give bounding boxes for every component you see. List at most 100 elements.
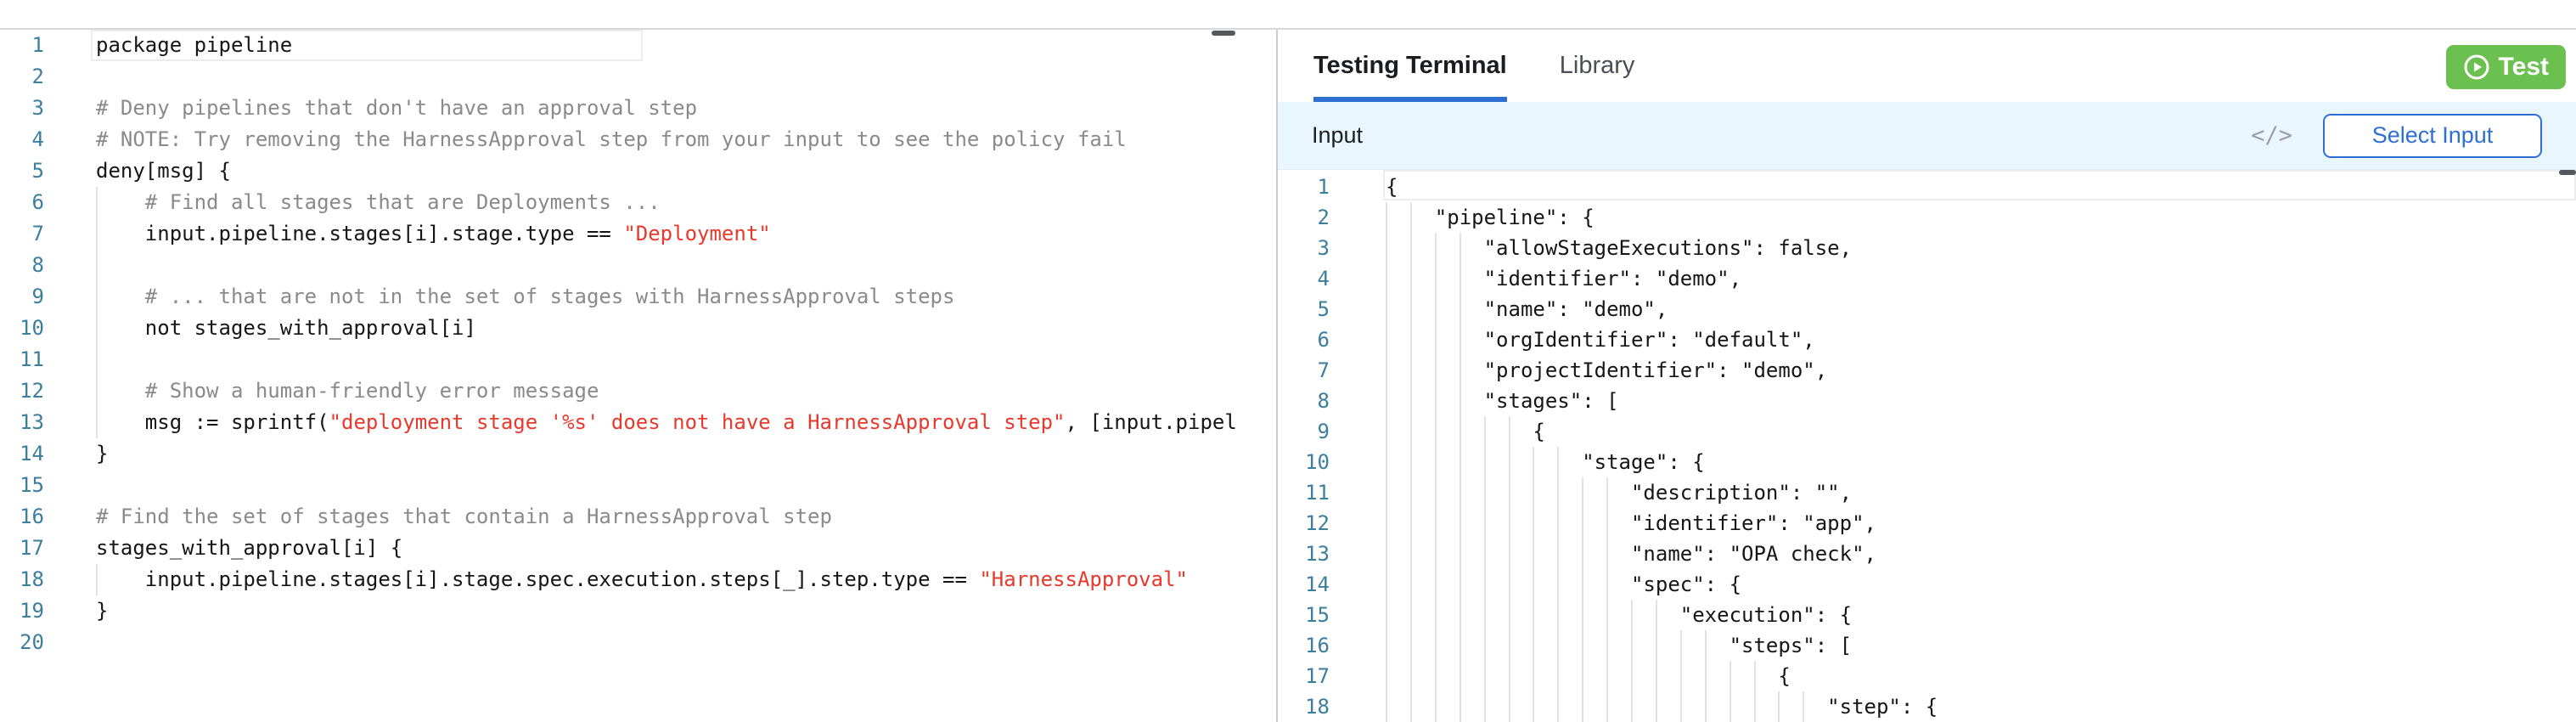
code-line[interactable]: 12 # Show a human-friendly error message: [0, 375, 1276, 407]
code-line-text: # Find all stages that are Deployments .…: [47, 187, 661, 218]
code-token: stages_with_approval[i] {: [96, 536, 403, 560]
code-line[interactable]: 16# Find the set of stages that contain …: [0, 501, 1276, 533]
indent-guide: [1409, 569, 1412, 600]
line-number: 18: [20, 567, 44, 591]
code-icon[interactable]: </>: [2251, 122, 2292, 149]
code-line[interactable]: 2: [0, 61, 1276, 93]
indent-guide: [1679, 691, 1682, 722]
code-line[interactable]: 9 {: [1278, 416, 2576, 447]
indent-guide: [1631, 600, 1634, 630]
code-line[interactable]: 16 "steps": [: [1278, 630, 2576, 661]
indent-guide: [1582, 600, 1584, 630]
code-line[interactable]: 11 "description": "",: [1278, 477, 2576, 508]
indent-guide: [1557, 508, 1560, 539]
code-line[interactable]: 18 input.pipeline.stages[i].stage.spec.e…: [0, 564, 1276, 595]
code-line[interactable]: 13 msg := sprintf("deployment stage '%s'…: [0, 407, 1276, 438]
code-line[interactable]: 9 # ... that are not in the set of stage…: [0, 281, 1276, 313]
code-line-text: "projectIdentifier": "demo",: [1332, 355, 1828, 386]
json-token: "projectIdentifier": "demo",: [1386, 358, 1828, 382]
indent-guide: [1459, 324, 1461, 355]
code-line-text: "spec": {: [1332, 569, 1741, 600]
code-line[interactable]: 6 "orgIdentifier": "default",: [1278, 324, 2576, 355]
code-line[interactable]: 7 input.pipeline.stages[i].stage.type ==…: [0, 218, 1276, 250]
code-line[interactable]: 3# Deny pipelines that don't have an app…: [0, 93, 1276, 124]
line-number: 6: [1317, 328, 1330, 352]
code-line[interactable]: 14}: [0, 438, 1276, 470]
indent-guide: [1386, 416, 1387, 447]
code-line-text: [47, 61, 96, 93]
indent-guide: [1533, 447, 1535, 477]
indent-guide: [1459, 569, 1461, 600]
indent-guide: [1386, 630, 1387, 661]
code-line[interactable]: 14 "spec": {: [1278, 569, 2576, 600]
indent-guide: [1434, 263, 1437, 294]
scrollbar-thumb[interactable]: [1212, 31, 1235, 36]
indent-guide: [1533, 508, 1535, 539]
code-line[interactable]: 1{: [1278, 172, 2576, 202]
code-line[interactable]: 13 "name": "OPA check",: [1278, 539, 2576, 569]
indent-guide: [1729, 661, 1731, 691]
line-number: 18: [1305, 695, 1330, 719]
indent-guide: [1533, 630, 1535, 661]
string-token: "deployment stage '%s' does not have a H…: [329, 410, 1066, 434]
code-line[interactable]: 18 "step": {: [1278, 691, 2576, 722]
code-line[interactable]: 6 # Find all stages that are Deployments…: [0, 187, 1276, 218]
code-line-text: "stages": [: [1332, 386, 1619, 416]
tab-library[interactable]: Library: [1559, 52, 1635, 79]
indent-guide: [1753, 661, 1756, 691]
code-line[interactable]: 7 "projectIdentifier": "demo",: [1278, 355, 2576, 386]
indent-guide: [96, 344, 98, 375]
code-line[interactable]: 3 "allowStageExecutions": false,: [1278, 233, 2576, 263]
line-number: 13: [20, 410, 44, 434]
code-line[interactable]: 15: [0, 470, 1276, 501]
code-line[interactable]: 8 "stages": [: [1278, 386, 2576, 416]
code-line[interactable]: 20: [0, 627, 1276, 658]
code-line[interactable]: 2 "pipeline": {: [1278, 202, 2576, 233]
json-token: "identifier": "app",: [1386, 511, 1876, 535]
indent-guide: [1409, 477, 1412, 508]
code-line-text: [47, 344, 96, 375]
code-line[interactable]: 8: [0, 250, 1276, 281]
select-input-button[interactable]: Select Input: [2323, 113, 2542, 158]
code-line[interactable]: 10 "stage": {: [1278, 447, 2576, 477]
test-button[interactable]: Test: [2445, 45, 2566, 89]
indent-guide: [1508, 600, 1510, 630]
json-token: "description": "",: [1386, 481, 1853, 505]
code-line[interactable]: 4# NOTE: Try removing the HarnessApprova…: [0, 124, 1276, 155]
testing-terminal-panel: Testing Terminal Library Test Input </> …: [1278, 30, 2576, 722]
indent-guide: [1409, 355, 1412, 386]
code-line[interactable]: 10 not stages_with_approval[i]: [0, 313, 1276, 344]
code-token: [96, 285, 145, 308]
indent-guide: [1434, 630, 1437, 661]
code-token: [96, 379, 145, 403]
input-json-lines[interactable]: 1{2 "pipeline": {3 "allowStageExecutions…: [1278, 172, 2576, 722]
code-line[interactable]: 4 "identifier": "demo",: [1278, 263, 2576, 294]
code-line-text: "steps": [: [1332, 630, 1853, 661]
tab-testing-terminal[interactable]: Testing Terminal: [1313, 30, 1507, 102]
indent-guide: [1655, 661, 1657, 691]
indent-guide: [1729, 691, 1731, 722]
indent-guide: [1409, 386, 1412, 416]
indent-guide: [1557, 691, 1560, 722]
code-line[interactable]: 17 {: [1278, 661, 2576, 691]
scrollbar-thumb[interactable]: [2559, 170, 2576, 175]
indent-guide: [1631, 661, 1634, 691]
indent-guide: [1409, 416, 1412, 447]
code-line[interactable]: 5 "name": "demo",: [1278, 294, 2576, 324]
input-json-editor[interactable]: 1{2 "pipeline": {3 "allowStageExecutions…: [1278, 170, 2576, 722]
code-line[interactable]: 19}: [0, 595, 1276, 627]
code-line-text: "name": "OPA check",: [1332, 539, 1876, 569]
indent-guide: [1483, 477, 1486, 508]
panel-divider[interactable]: [1276, 30, 1278, 722]
line-number: 9: [1317, 420, 1330, 443]
code-line[interactable]: 11: [0, 344, 1276, 375]
code-line[interactable]: 15 "execution": {: [1278, 600, 2576, 630]
indent-guide: [1679, 630, 1682, 661]
json-token: "allowStageExecutions": false,: [1386, 236, 1853, 260]
code-line[interactable]: 12 "identifier": "app",: [1278, 508, 2576, 539]
